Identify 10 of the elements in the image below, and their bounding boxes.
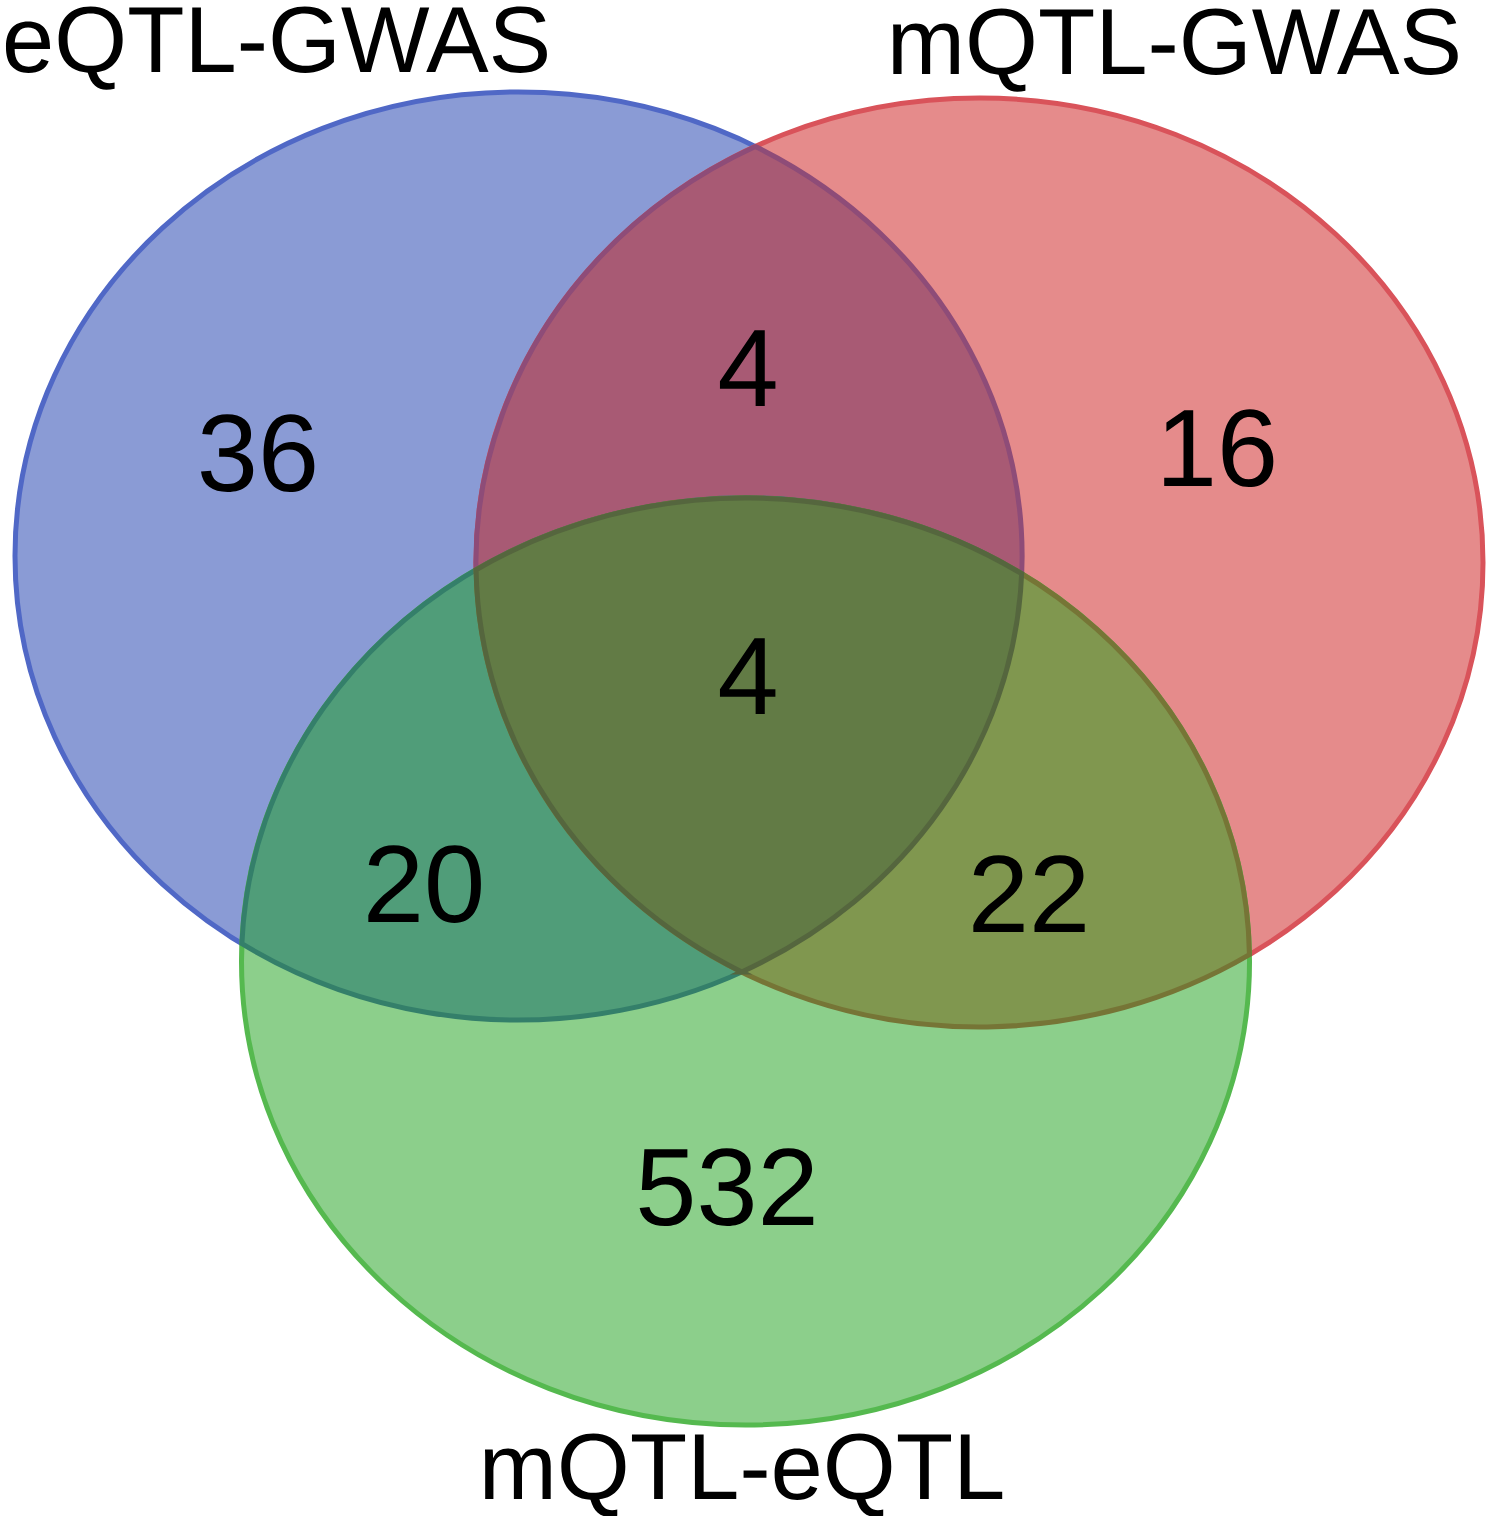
count-label: 4 (719, 638, 776, 714)
count-label: 22 (973, 855, 1085, 932)
set-label: eQTL-GWAS (5, 6, 547, 90)
count-label: 532 (639, 1148, 814, 1227)
count-label: 16 (1164, 409, 1274, 488)
count-label: 4 (719, 330, 776, 406)
set-label: mQTL-GWAS (893, 8, 1458, 92)
set-label: mQTL-eQTL (484, 1433, 1003, 1516)
count-label: 20 (368, 845, 481, 924)
count-label: 36 (201, 414, 315, 493)
